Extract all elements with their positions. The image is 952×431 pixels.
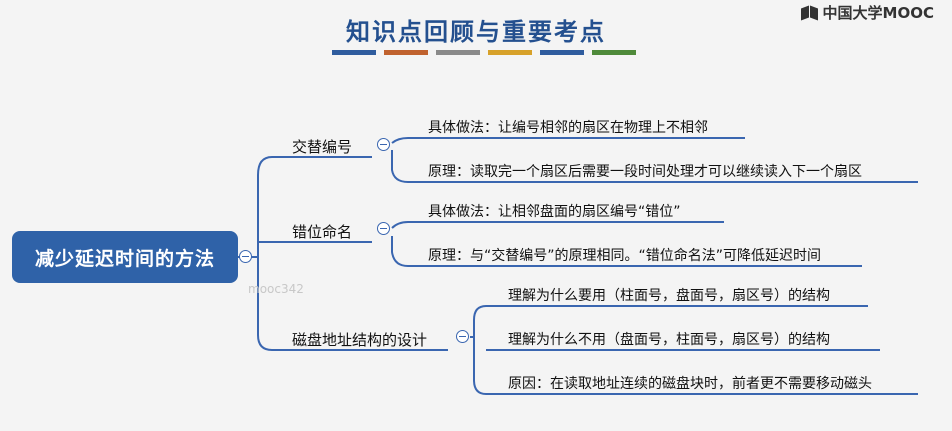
brand-name: 中国大学MOOC: [822, 4, 934, 22]
leaf-label: 原理：与“交替编号”的原理相同。“错位命名法”可降低延迟时间: [428, 248, 822, 264]
leaf-label: 理解为什么不用（盘面号，柱面号，扇区号）的结构: [508, 332, 830, 348]
collapse-branch-2-icon[interactable]: [377, 222, 390, 235]
mindmap-root-node: 减少延迟时间的方法: [12, 231, 238, 283]
mooc-logo: 中国大学MOOC: [801, 2, 934, 23]
title-bar: [384, 50, 428, 55]
page-title: 知识点回顾与重要考点: [346, 18, 606, 46]
watermark: mooc342: [248, 282, 304, 296]
leaf-label: 理解为什么要用（柱面号，盘面号，扇区号）的结构: [508, 288, 830, 304]
branch-label: 错位命名: [292, 223, 353, 241]
title-bar: [332, 50, 376, 55]
branch-label: 磁盘地址结构的设计: [292, 331, 428, 349]
title-bar: [488, 50, 532, 55]
child-trunk-3: [473, 305, 487, 395]
child-line-1-2: [391, 150, 918, 183]
collapse-root-icon[interactable]: [239, 250, 252, 263]
child-line-1-1: [391, 137, 745, 144]
title-bar: [436, 50, 480, 55]
leaf-label: 具体做法：让相邻盘面的扇区编号“错位”: [428, 204, 681, 220]
child-line-2-2: [391, 236, 862, 267]
root-trunk: [257, 156, 273, 351]
leaf-label: 原因：在读取地址连续的磁盘块时，前者更不需要移动磁头: [508, 376, 872, 392]
title-color-bars: [332, 50, 636, 55]
leaf-label: 具体做法：让编号相邻的扇区在物理上不相邻: [428, 120, 708, 136]
collapse-branch-3-icon[interactable]: [456, 330, 469, 343]
branch-label: 交替编号: [292, 138, 353, 156]
leaf-label: 原理：读取完一个扇区后需要一段时间处理才可以继续读入下一个扇区: [428, 164, 862, 180]
title-bar: [592, 50, 636, 55]
collapse-branch-1-icon[interactable]: [377, 138, 390, 151]
child-line-2-1: [391, 221, 724, 229]
title-bar: [540, 50, 584, 55]
